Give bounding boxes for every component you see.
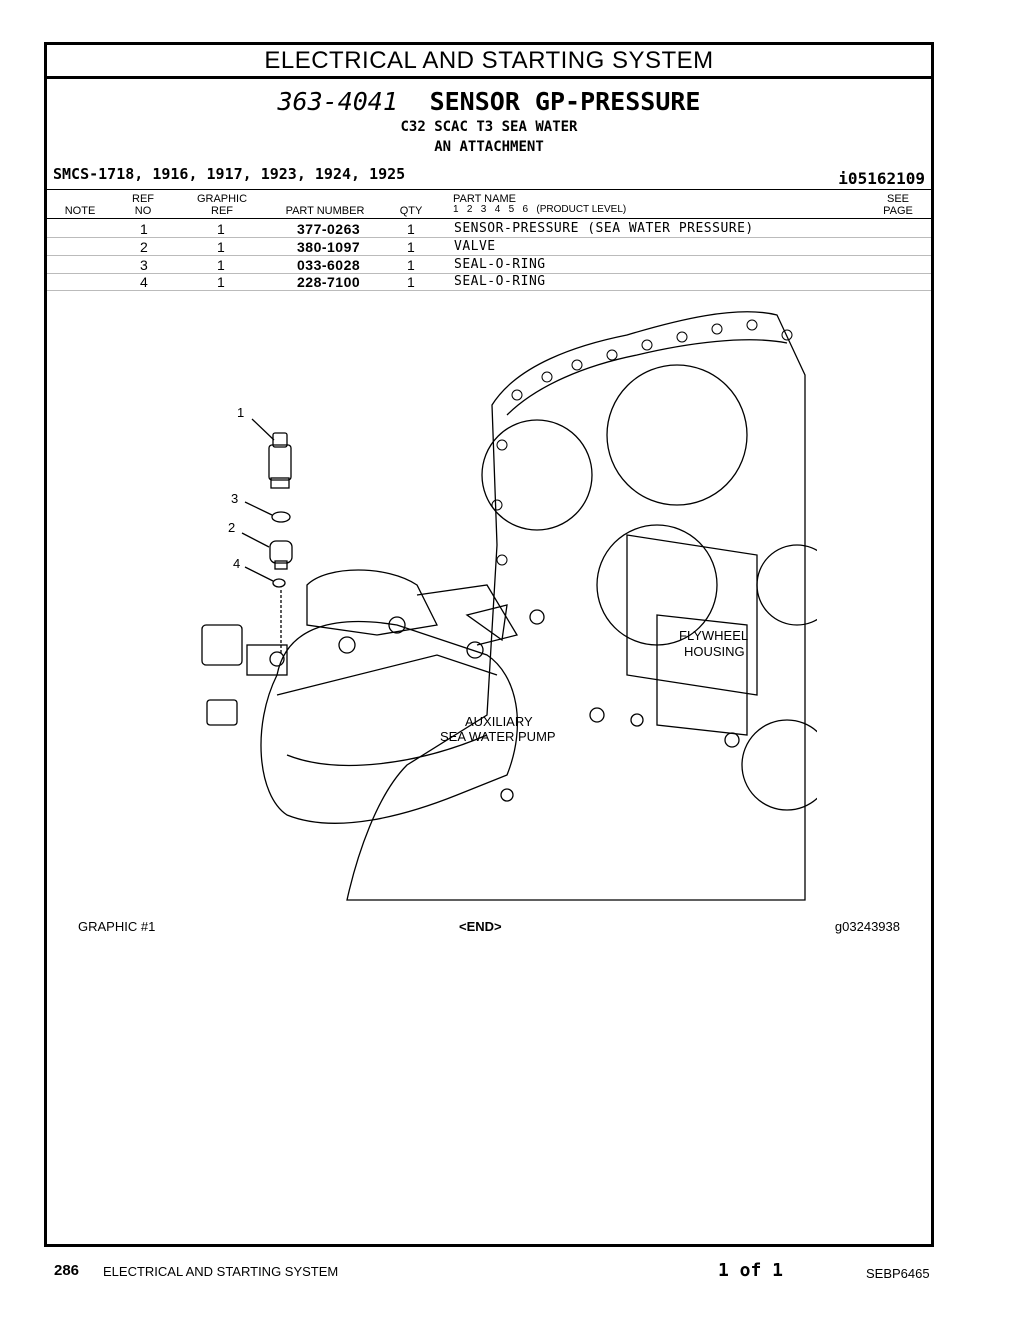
table-row: 4 1 228-7100 1 SEAL-O-RING	[47, 273, 931, 291]
callout-1: 1	[237, 405, 244, 420]
end-marker: <END>	[459, 919, 502, 934]
page-frame: ELECTRICAL AND STARTING SYSTEM 363-4041 …	[44, 42, 934, 1247]
table-row: 2 1 380-1097 1 VALVE	[47, 238, 931, 256]
col-see-bottom: PAGE	[883, 205, 913, 217]
col-note: NOTE	[64, 205, 96, 217]
col-ref-bottom: NO	[134, 205, 152, 217]
footer-section: ELECTRICAL AND STARTING SYSTEM	[103, 1264, 339, 1279]
col-ref-top: REF	[132, 193, 154, 205]
group-heading: 363-4041 SENSOR GP-PRESSURE	[47, 87, 931, 116]
callout-2: 2	[228, 520, 235, 535]
part-number: 033-6028	[297, 257, 361, 273]
part-name: SENSOR-PRESSURE (SEA WATER PRESSURE)	[454, 221, 754, 236]
illustration-id: i05162109	[838, 169, 925, 188]
bolt-rim	[491, 319, 793, 566]
ref-no: 1	[140, 221, 148, 237]
qty: 1	[407, 239, 415, 255]
valve	[269, 540, 293, 564]
header-rule-top	[47, 189, 931, 190]
label-auxiliary: AUXILIARY	[465, 714, 533, 729]
graphic-ref: 1	[217, 221, 225, 237]
subtitle-attachment: AN ATTACHMENT	[434, 139, 544, 155]
subtitle-model: C32 SCAC T3 SEA WATER	[400, 119, 578, 135]
doc-id: SEBP6465	[866, 1266, 930, 1281]
part-number: 380-1097	[297, 239, 361, 255]
col-qty: QTY	[399, 205, 423, 217]
flywheel-housing-outline	[346, 311, 806, 901]
part-name: VALVE	[454, 239, 496, 254]
header-rule-bottom	[47, 218, 931, 219]
ref-no: 3	[140, 257, 148, 273]
table-row: 1 1 377-0263 1 SENSOR-PRESSURE (SEA WATE…	[47, 220, 931, 238]
group-number: 363-4041	[277, 87, 398, 116]
seal-o-ring-3	[271, 511, 291, 523]
parts-illustration: 1 3 2 4 FLYWHEEL HOUSING AUXILIARY SEA W…	[201, 311, 817, 901]
label-flywheel: FLYWHEEL	[679, 628, 748, 643]
part-name: SEAL-O-RING	[454, 257, 546, 272]
graphic-number: GRAPHIC #1	[78, 919, 156, 934]
part-name: SEAL-O-RING	[454, 274, 546, 289]
qty: 1	[407, 221, 415, 237]
ref-no: 4	[140, 274, 148, 290]
graphic-ref: 1	[217, 239, 225, 255]
part-number: 228-7100	[297, 274, 361, 290]
graphic-ref: 1	[217, 257, 225, 273]
smcs-codes: SMCS-1718, 1916, 1917, 1923, 1924, 1925	[53, 165, 406, 183]
qty: 1	[407, 274, 415, 290]
graphic-id: g03243938	[834, 919, 900, 934]
col-graphic-top: GRAPHIC	[196, 193, 248, 205]
seal-o-ring-4	[272, 578, 286, 588]
label-housing: HOUSING	[684, 644, 745, 659]
label-sea-water-pump: SEA WATER PUMP	[440, 729, 556, 744]
callout-3: 3	[231, 491, 238, 506]
callout-4: 4	[233, 556, 240, 571]
page-number: 286	[54, 1262, 80, 1279]
graphic-ref: 1	[217, 274, 225, 290]
col-graphic-bottom: REF	[211, 205, 233, 217]
sensor-body	[268, 444, 292, 481]
page-count: 1 of 1	[718, 1260, 784, 1281]
ref-no: 2	[140, 239, 148, 255]
col-product-levels: 1 2 3 4 5 6 (PRODUCT LEVEL)	[453, 204, 627, 215]
part-number: 377-0263	[297, 221, 361, 237]
col-see-top: SEE	[886, 193, 909, 205]
col-part-number: PART NUMBER	[285, 205, 365, 217]
pump-body	[260, 620, 519, 824]
section-title: ELECTRICAL AND STARTING SYSTEM	[47, 45, 931, 79]
table-row: 3 1 033-6028 1 SEAL-O-RING	[47, 256, 931, 274]
col-part-name: PART NAME	[453, 193, 516, 205]
group-name: SENSOR GP-PRESSURE	[429, 87, 701, 116]
qty: 1	[407, 257, 415, 273]
